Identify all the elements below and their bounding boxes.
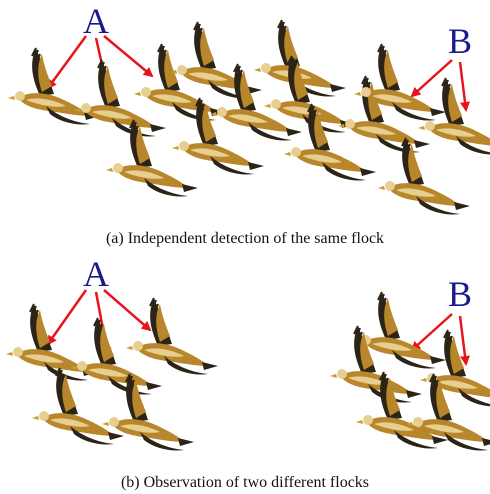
panel-a: A B (a) Independent detection of the sam… bbox=[7, 1, 490, 247]
flock-b-label: B bbox=[448, 274, 472, 314]
caption-b: (b) Observation of two different flocks bbox=[121, 474, 369, 491]
eagle-icon bbox=[125, 297, 219, 376]
flock-a-label: A bbox=[83, 254, 109, 294]
panel-b: A B (b) Observation of two different flo… bbox=[5, 254, 490, 491]
arrow-icon bbox=[46, 289, 88, 346]
arrow-icon bbox=[103, 35, 154, 78]
arrow-icon bbox=[103, 289, 152, 332]
flock-b-label: B bbox=[448, 21, 472, 61]
arrow-icon bbox=[458, 315, 470, 366]
arrow-icon bbox=[410, 59, 453, 98]
flock-a-label: A bbox=[83, 1, 109, 41]
eagle-icon bbox=[417, 77, 490, 156]
eagle-icon bbox=[377, 137, 471, 216]
arrow-icon bbox=[458, 61, 470, 112]
caption-a: (a) Independent detection of the same fl… bbox=[106, 230, 384, 247]
arrow-icon bbox=[410, 313, 453, 352]
arrow-icon bbox=[46, 35, 88, 90]
eagle-icon bbox=[7, 47, 101, 126]
eagle-icon bbox=[337, 75, 431, 154]
